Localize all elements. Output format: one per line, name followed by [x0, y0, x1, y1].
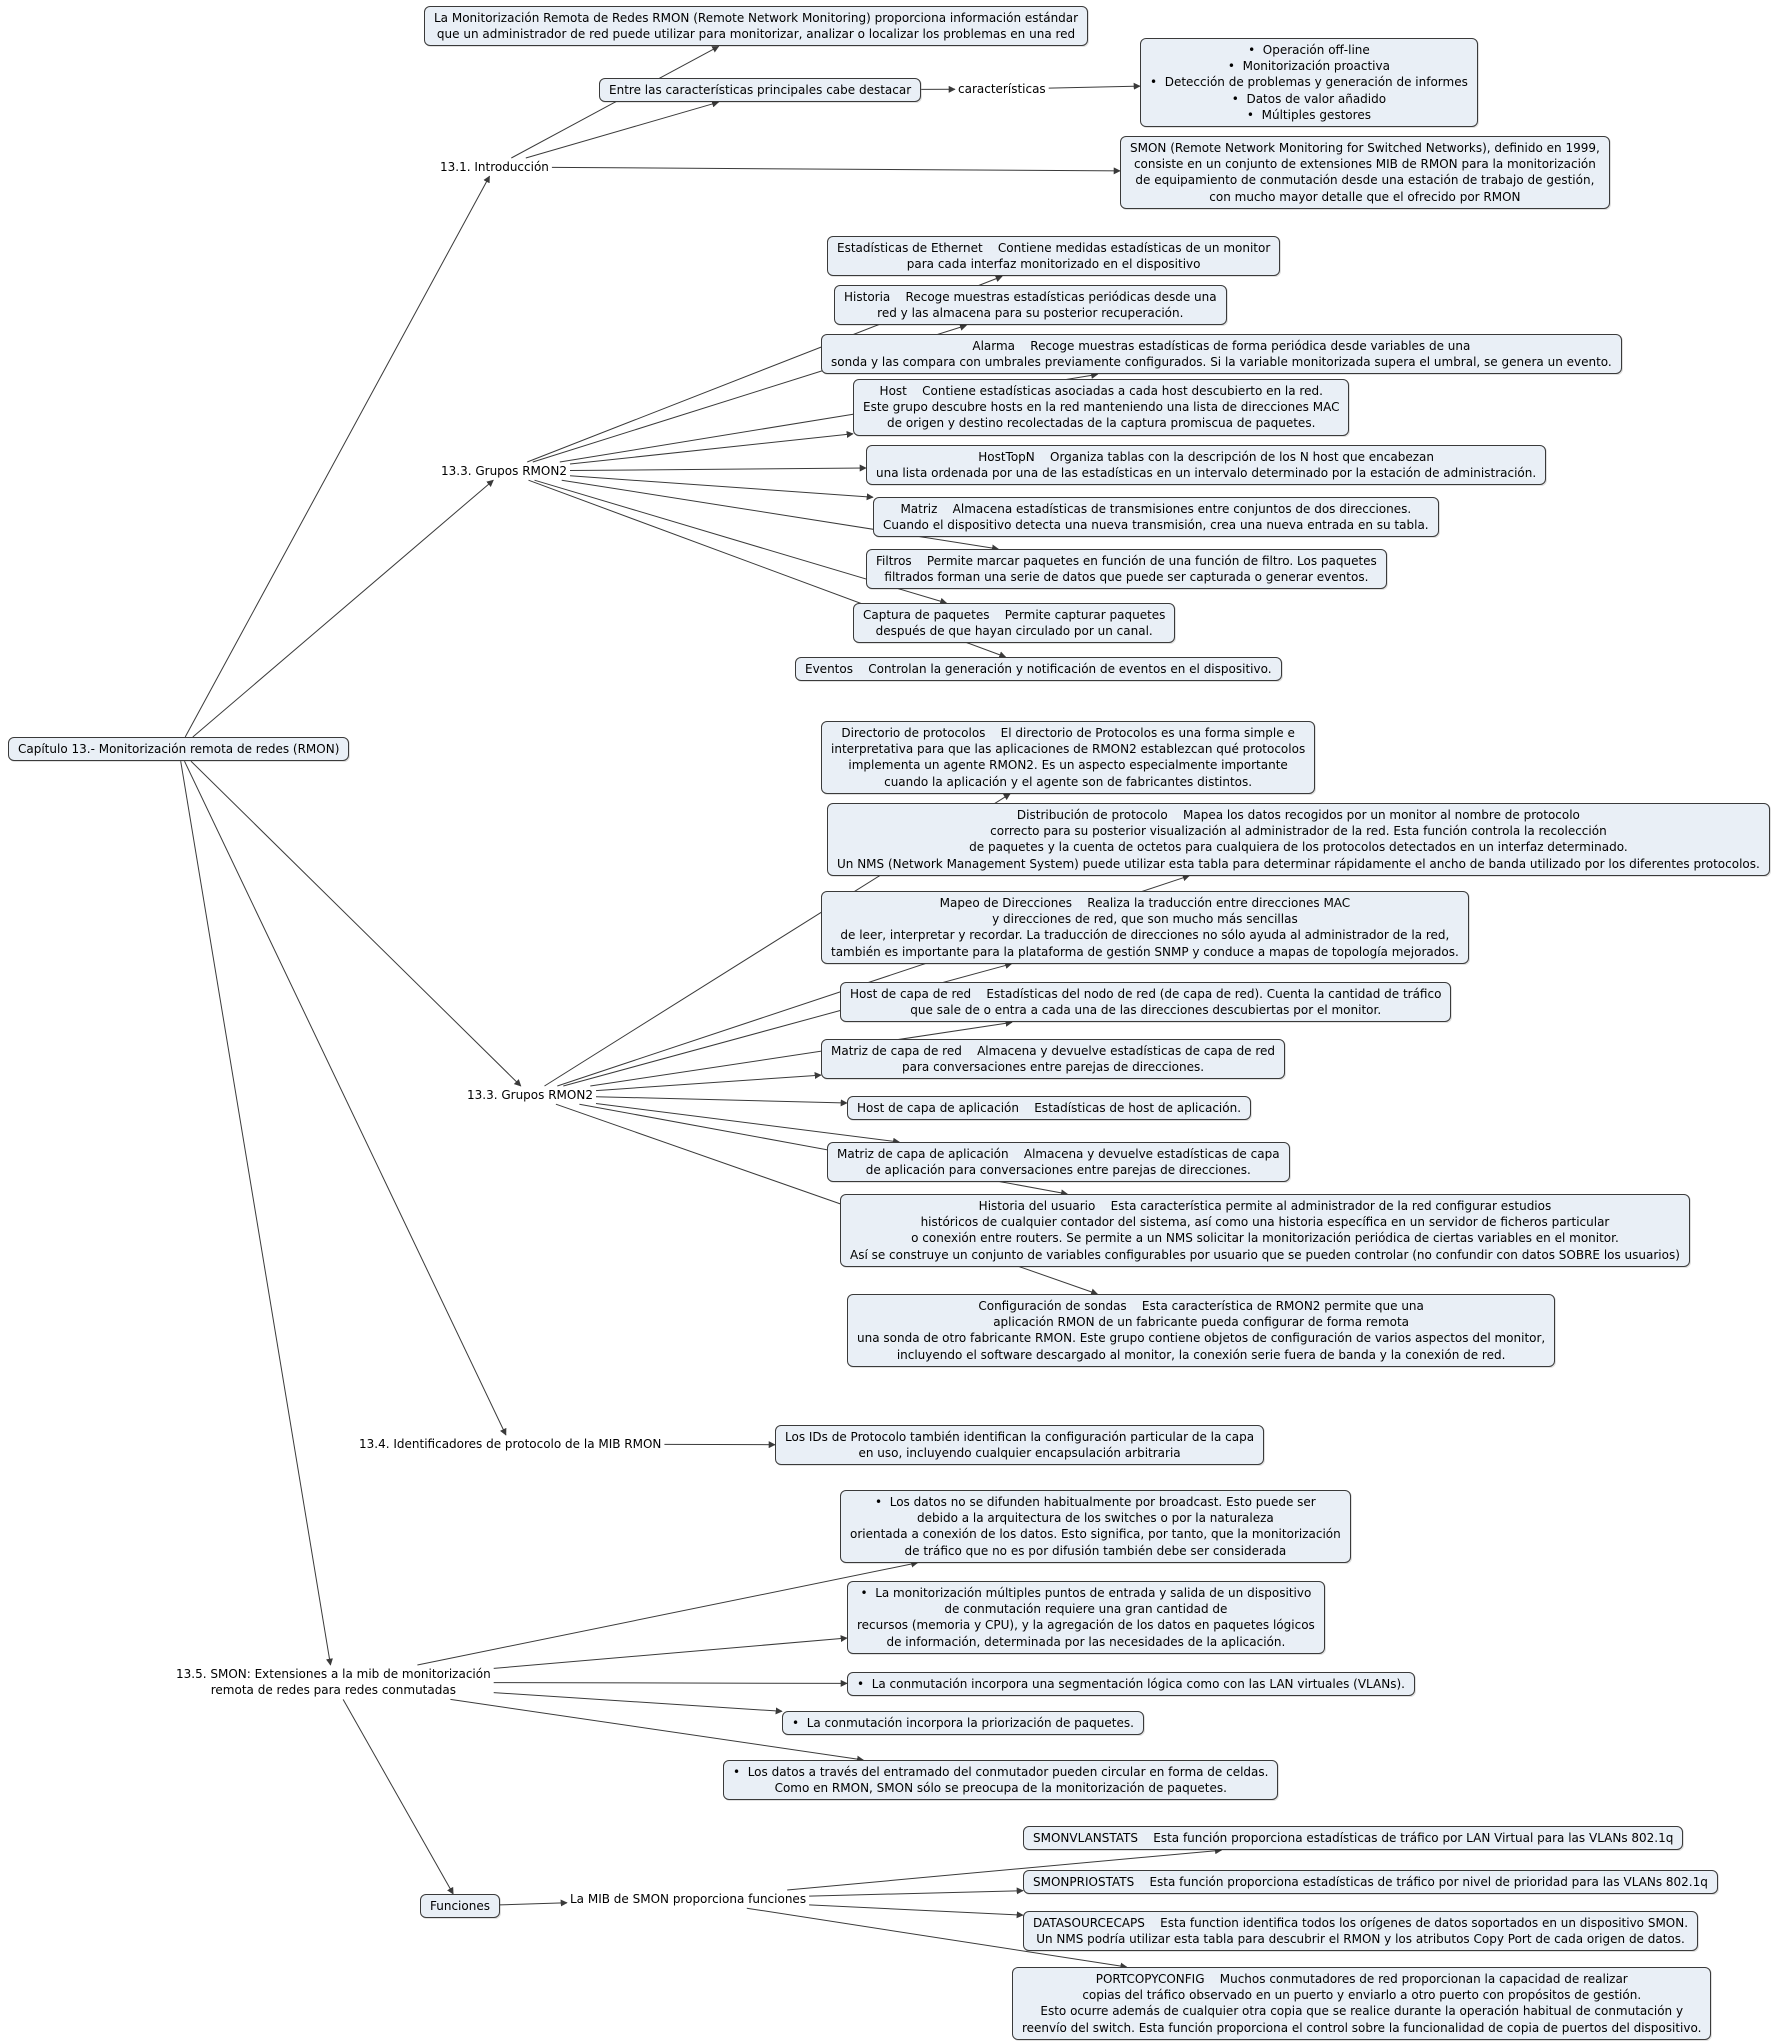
node-matriz_red[interactable]: Matriz de capa de red Almacena y devuelv…: [821, 1039, 1286, 1080]
edge-mib_label-to-f3: [809, 1904, 1024, 1919]
edge-mib_label-to-f2: [809, 1887, 1024, 1897]
node-historia[interactable]: Historia Recoge muestras estadísticas pe…: [834, 285, 1227, 326]
node-features_list[interactable]: • Operación off-line • Monitorización pr…: [1140, 38, 1478, 127]
node-smon_def[interactable]: SMON (Remote Network Monitoring for Swit…: [1120, 136, 1610, 209]
edge-mib_label-to-f4: [746, 1907, 1128, 1970]
edge-root-to-s133b: [190, 760, 522, 1087]
node-eth[interactable]: Estadísticas de Ethernet Contiene medida…: [827, 236, 1281, 277]
node-captura[interactable]: Captura de paquetes Permite capturar paq…: [853, 603, 1176, 644]
node-funciones[interactable]: Funciones: [420, 1894, 500, 1919]
edge-s133b-to-host_red: [590, 1019, 1013, 1087]
node-dir_proto[interactable]: Directorio de protocolos El directorio d…: [821, 721, 1316, 794]
node-dist_proto[interactable]: Distribución de protocolo Mapea los dato…: [827, 803, 1770, 876]
node-mib_label[interactable]: La MIB de SMON proporciona funciones: [570, 1892, 807, 1906]
node-matriz[interactable]: Matriz Almacena estadísticas de transmis…: [873, 497, 1439, 538]
edge-s135-to-smon_b2: [493, 1635, 848, 1669]
edge-root-to-s134: [184, 760, 507, 1436]
edge-s135-to-funciones: [342, 1699, 454, 1895]
node-s135[interactable]: 13.5. SMON: Extensiones a la mib de moni…: [176, 1667, 491, 1698]
node-alarma[interactable]: Alarma Recoge muestras estadísticas de f…: [821, 334, 1622, 375]
node-root[interactable]: Capítulo 13.- Monitorización remota de r…: [8, 737, 350, 762]
node-hist_usuario[interactable]: Historia del usuario Esta característica…: [840, 1194, 1690, 1267]
edge-s135-to-smon_b1: [417, 1560, 919, 1666]
node-smon_b3[interactable]: • La conmutación incorpora una segmentac…: [847, 1672, 1415, 1697]
edge-s135-to-smon_b3: [493, 1679, 848, 1687]
edge-mib_label-to-f1: [787, 1847, 1222, 1891]
edge-s131-to-smon_def: [551, 166, 1121, 175]
node-s134[interactable]: 13.4. Identificadores de protocolo de la…: [359, 1437, 662, 1451]
node-host[interactable]: Host Contiene estadísticas asociadas a c…: [853, 379, 1350, 436]
node-smon_b5[interactable]: • Los datos a través del entramado del c…: [723, 1760, 1279, 1801]
node-f1[interactable]: SMONVLANSTATS Esta función proporciona e…: [1023, 1826, 1684, 1851]
node-mapeo[interactable]: Mapeo de Direcciones Realiza la traducci…: [821, 891, 1469, 964]
node-f4[interactable]: PORTCOPYCONFIG Muchos conmutadores de re…: [1012, 1967, 1712, 2040]
edge-s135-to-smon_b4: [493, 1692, 783, 1715]
edge-s133b-to-matriz_red: [595, 1072, 822, 1092]
edge-funciones-to-mib_label: [499, 1899, 568, 1907]
node-host_red[interactable]: Host de capa de red Estadísticas del nod…: [840, 982, 1452, 1023]
node-smon_b1[interactable]: • Los datos no se difunden habitualmente…: [840, 1490, 1351, 1563]
node-f2[interactable]: SMONPRIOSTATS Esta función proporciona e…: [1023, 1870, 1718, 1895]
node-s131[interactable]: 13.1. Introducción: [440, 160, 549, 174]
node-conf_sondas[interactable]: Configuración de sondas Esta característ…: [847, 1294, 1556, 1367]
edge-s133b-to-host_apl: [595, 1096, 848, 1107]
edge-s133a-to-host: [569, 430, 854, 465]
node-s133a[interactable]: 13.3. Grupos RMON2: [441, 464, 567, 478]
node-features_node[interactable]: Entre las características principales ca…: [599, 78, 922, 103]
edge-features_label-to-features_list: [1048, 82, 1141, 90]
node-matriz_apl[interactable]: Matriz de capa de aplicación Almacena y …: [827, 1142, 1290, 1183]
node-features_label[interactable]: características: [958, 82, 1046, 96]
edge-root-to-s135: [180, 761, 333, 1666]
node-smon_b4[interactable]: • La conmutación incorpora la priorizaci…: [782, 1711, 1144, 1736]
node-host_apl[interactable]: Host de capa de aplicación Estadísticas …: [847, 1096, 1252, 1121]
node-f3[interactable]: DATASOURCECAPS Esta function identifica …: [1023, 1911, 1699, 1952]
edge-s135-to-smon_b5: [450, 1698, 864, 1763]
node-eventos[interactable]: Eventos Controlan la generación y notifi…: [795, 657, 1282, 682]
edge-s131-to-features_node: [525, 100, 720, 159]
edge-s131-to-intro_def: [511, 45, 720, 159]
node-filtros[interactable]: Filtros Permite marcar paquetes en funci…: [866, 549, 1387, 590]
edge-s133a-to-filtros: [561, 479, 999, 552]
edge-s133a-to-hosttopn: [569, 464, 867, 472]
edge-s133b-to-matriz_apl: [595, 1103, 900, 1145]
node-s133b[interactable]: 13.3. Grupos RMON2: [467, 1088, 593, 1102]
node-smon_b2[interactable]: • La monitorización múltiples puntos de …: [847, 1581, 1325, 1654]
edge-s133a-to-matriz: [569, 475, 874, 501]
node-ids[interactable]: Los IDs de Protocolo también identifican…: [775, 1425, 1265, 1466]
node-intro_def[interactable]: La Monitorización Remota de Redes RMON (…: [424, 6, 1089, 47]
edge-root-to-s133a: [192, 479, 494, 738]
node-hosttopn[interactable]: HostTopN Organiza tablas con la descripc…: [866, 445, 1547, 486]
edge-root-to-s131: [184, 175, 490, 738]
